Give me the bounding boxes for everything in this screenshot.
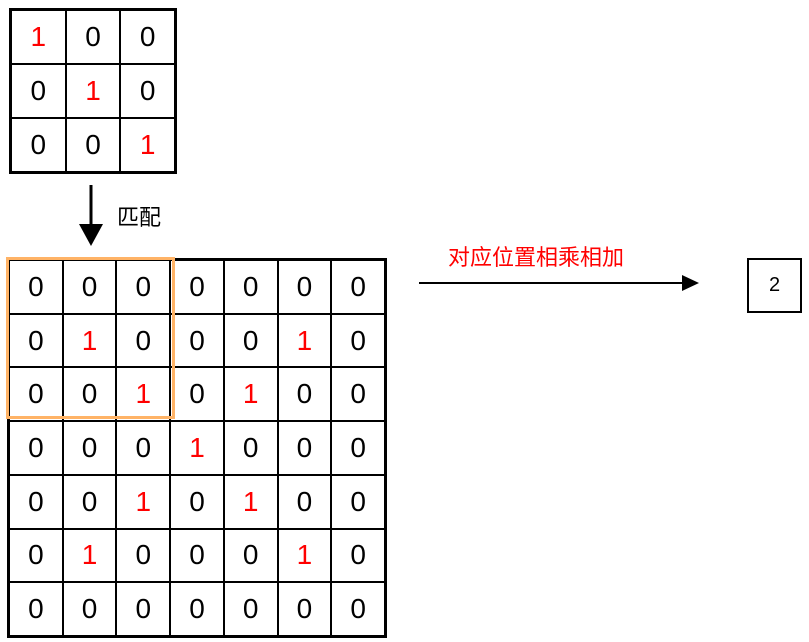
input-cell: 1	[223, 367, 278, 422]
down-arrow-icon	[79, 185, 103, 246]
kernel-cell: 0	[65, 118, 121, 172]
input-cell: 0	[277, 260, 332, 314]
input-cell: 1	[116, 367, 171, 422]
input-cell: 0	[170, 582, 224, 636]
input-cell: 1	[277, 313, 332, 368]
match-label: 匹配	[117, 205, 162, 230]
operation-label: 对应位置相乘相加	[448, 245, 625, 270]
result-box: 2	[747, 258, 802, 313]
input-cell: 0	[62, 421, 117, 475]
sliding-window-highlight	[6, 257, 175, 419]
input-cell: 0	[9, 313, 63, 368]
kernel-cell: 0	[65, 10, 121, 64]
input-cell: 1	[116, 474, 171, 529]
input-cell: 0	[277, 421, 332, 475]
input-cell: 0	[9, 260, 63, 314]
kernel-cell: 0	[120, 10, 175, 64]
input-cell: 0	[116, 421, 171, 475]
kernel-cell: 1	[11, 10, 66, 64]
input-cell: 0	[62, 582, 117, 636]
input-cell: 0	[170, 367, 224, 422]
input-cell: 0	[277, 367, 332, 422]
input-cell: 0	[170, 528, 224, 583]
input-cell: 0	[223, 260, 278, 314]
input-cell: 0	[116, 260, 171, 314]
input-cell: 0	[116, 313, 171, 368]
input-cell: 0	[277, 582, 332, 636]
input-cell: 1	[277, 528, 332, 583]
kernel-cell: 0	[120, 64, 175, 118]
input-cell: 0	[9, 367, 63, 422]
input-cell: 0	[62, 474, 117, 529]
input-cell: 0	[116, 528, 171, 583]
input-cell: 1	[223, 474, 278, 529]
input-cell: 0	[331, 313, 385, 368]
input-cell: 1	[62, 313, 117, 368]
kernel-cell: 0	[11, 118, 66, 172]
input-cell: 0	[331, 528, 385, 583]
input-cell: 0	[9, 528, 63, 583]
input-cell: 0	[9, 582, 63, 636]
input-cell: 0	[62, 367, 117, 422]
kernel-cell: 1	[120, 118, 175, 172]
kernel-cell: 0	[11, 64, 66, 118]
input-cell: 0	[331, 582, 385, 636]
input-cell: 0	[223, 313, 278, 368]
input-cell: 0	[170, 260, 224, 314]
input-cell: 0	[170, 313, 224, 368]
input-cell: 0	[223, 421, 278, 475]
kernel-cell: 1	[65, 64, 121, 118]
input-cell: 0	[116, 582, 171, 636]
right-arrow-icon	[419, 275, 699, 291]
input-cell: 1	[62, 528, 117, 583]
input-cell: 0	[331, 367, 385, 422]
input-cell: 0	[331, 474, 385, 529]
input-cell: 0	[9, 421, 63, 475]
input-cell: 0	[62, 260, 117, 314]
input-cell: 0	[223, 528, 278, 583]
input-cell: 0	[170, 474, 224, 529]
input-cell: 0	[277, 474, 332, 529]
input-cell: 0	[9, 474, 63, 529]
input-cell: 0	[331, 421, 385, 475]
input-cell: 0	[331, 260, 385, 314]
input-cell: 0	[223, 582, 278, 636]
input-cell: 1	[170, 421, 224, 475]
